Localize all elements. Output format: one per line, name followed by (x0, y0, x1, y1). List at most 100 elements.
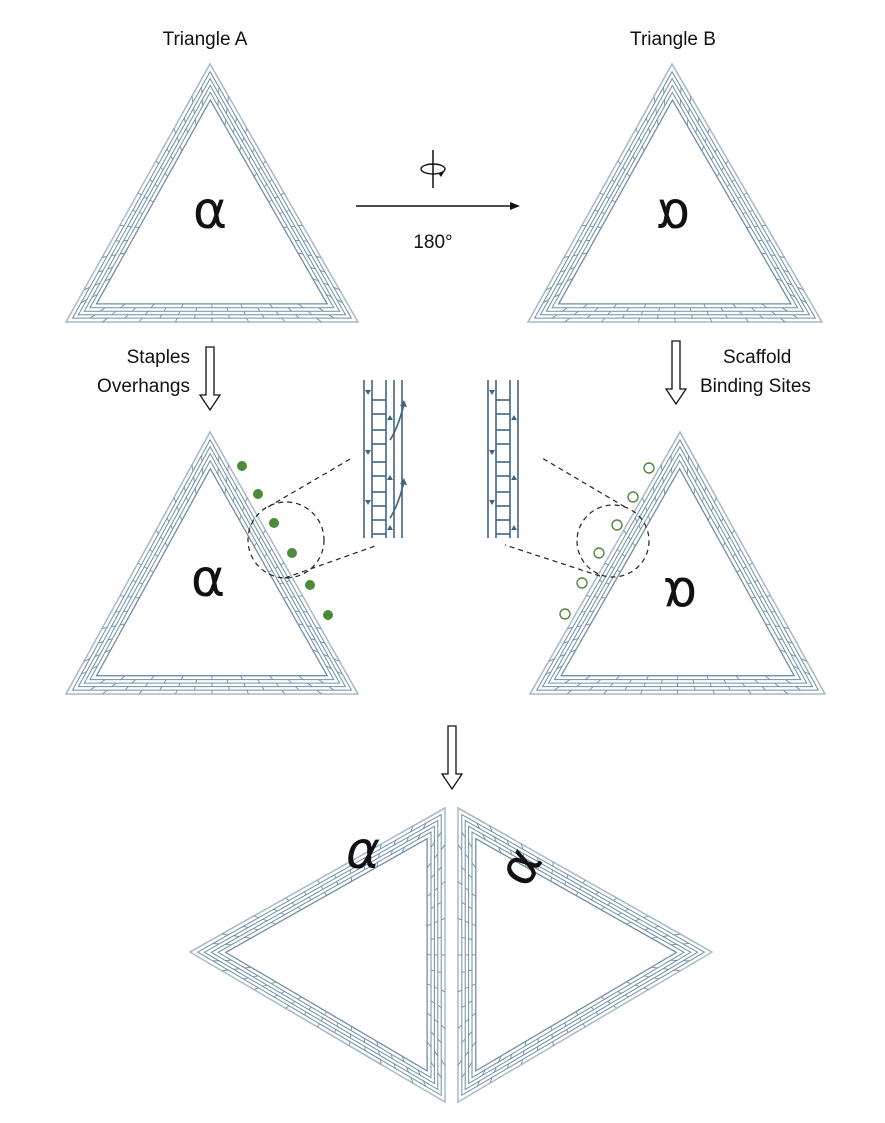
crossover (280, 991, 285, 994)
crossover (111, 310, 117, 316)
crossover (777, 638, 784, 641)
helix-band (224, 837, 428, 1073)
crossover (298, 675, 304, 680)
crossover (659, 686, 662, 691)
crossover (318, 679, 324, 684)
crossover (552, 861, 554, 867)
crossover (566, 689, 573, 695)
crossover (758, 314, 764, 319)
crossover (785, 679, 791, 684)
crossover (482, 833, 486, 840)
crossover (434, 986, 438, 989)
crossover (635, 984, 640, 987)
crossover (124, 686, 129, 691)
crossover (131, 679, 137, 684)
crossover (164, 172, 168, 177)
crossover (437, 831, 442, 838)
crossover (482, 1069, 486, 1076)
crossover (244, 128, 248, 134)
crossover (693, 488, 696, 495)
crossover (524, 862, 527, 868)
crossover (770, 254, 776, 257)
crossover (573, 638, 579, 641)
crossover (232, 496, 235, 502)
crossover (280, 192, 285, 196)
crossover (542, 299, 549, 304)
crossover (551, 1034, 553, 1039)
crossover (150, 303, 155, 309)
crossover (173, 497, 177, 503)
crossover (743, 192, 748, 196)
crossover (711, 155, 714, 160)
crossover (297, 623, 303, 626)
crossover (376, 1041, 379, 1047)
crossover (457, 989, 462, 993)
crossover (774, 682, 780, 687)
crossover (566, 278, 574, 282)
crossover (430, 938, 435, 940)
crossover (261, 686, 265, 691)
crossover (754, 580, 758, 583)
crossover (426, 1041, 432, 1048)
crossover (298, 303, 304, 309)
crossover (107, 638, 113, 641)
crossover (783, 627, 789, 629)
crossover (393, 840, 396, 846)
crossover (644, 975, 650, 978)
crossover (166, 148, 170, 153)
crossover (725, 160, 729, 165)
crossover (434, 887, 439, 891)
rotate-axis-icon (420, 150, 446, 188)
crossover (575, 891, 579, 896)
crossover (741, 682, 746, 687)
crossover (226, 307, 229, 312)
crossover (471, 1012, 477, 1017)
crossover (269, 548, 273, 553)
crossover (227, 96, 229, 103)
crossover (334, 1029, 337, 1033)
crossover (624, 994, 629, 998)
crossover (764, 675, 771, 680)
crossover (280, 912, 285, 916)
crossover (275, 682, 280, 687)
crossover (738, 311, 743, 315)
crossover (628, 536, 631, 541)
crossover (747, 689, 752, 695)
crossover (607, 902, 611, 906)
crossover (131, 307, 137, 312)
crossover (143, 566, 148, 569)
rotation-label: 180° (413, 232, 452, 253)
crossover (401, 1055, 405, 1063)
crossover (569, 649, 577, 653)
crossover (465, 986, 469, 989)
crossover (244, 936, 251, 939)
crossover (800, 658, 808, 662)
crossover (773, 266, 780, 270)
crossover (149, 548, 153, 553)
crossover (554, 686, 560, 691)
crossover (674, 969, 681, 972)
crossover (194, 314, 196, 319)
crossover (610, 566, 615, 569)
crossover (722, 542, 726, 547)
crossover (274, 566, 279, 569)
crossover (191, 96, 194, 103)
crossover (461, 831, 466, 838)
crossover (605, 582, 610, 585)
crossover (89, 686, 96, 691)
crossover (94, 653, 101, 658)
crossover (271, 921, 277, 925)
crossover (426, 893, 432, 898)
crossover (243, 925, 249, 928)
crossover (471, 893, 477, 898)
crossover (186, 496, 189, 502)
crossover (227, 464, 229, 472)
crossover (596, 679, 602, 684)
crossover (334, 874, 337, 879)
crossover (101, 627, 107, 629)
crossover (410, 1077, 414, 1084)
crossover (323, 653, 329, 658)
crossover (348, 1041, 351, 1046)
crossover (748, 562, 753, 566)
crossover (228, 314, 230, 319)
